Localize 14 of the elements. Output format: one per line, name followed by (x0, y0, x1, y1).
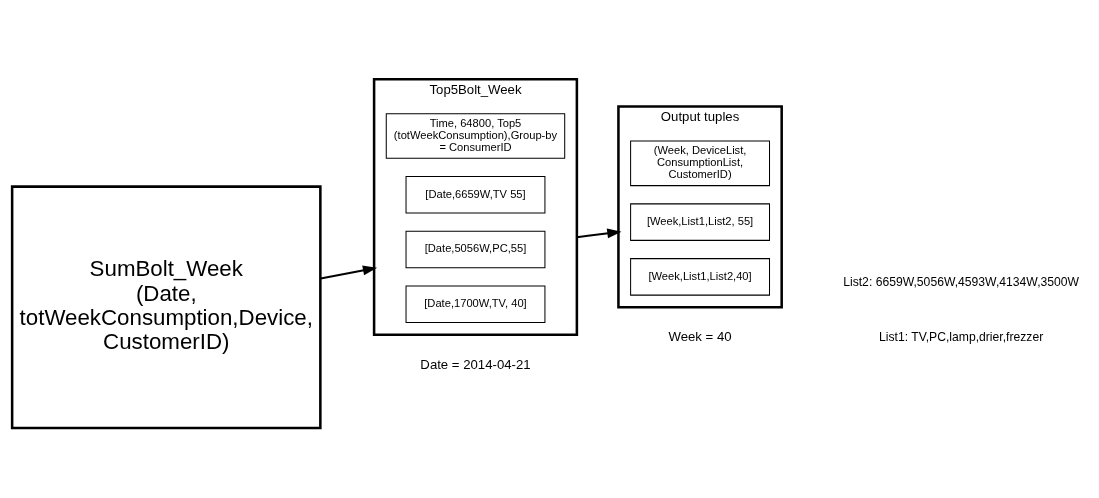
node-box: (Week, DeviceList, ConsumptionList, CustomerID) (630, 140, 770, 186)
arrow (320, 265, 378, 279)
node-box: [Week,List1,List2,40] (630, 257, 770, 296)
label: List1: TV,PC,lamp,drier,frezzer (879, 329, 1044, 344)
node-box: [Date,6659W,TV 55] (405, 175, 546, 213)
node-box: [Week,List1,List2, 55] (630, 202, 770, 241)
node-label: Week = 40 (668, 328, 732, 344)
node-box: [Date,1700W,TV, 40] (405, 285, 546, 323)
label: List2: 6659W,5056W,4593W,4134W,3500W (843, 274, 1080, 289)
arrow (576, 227, 622, 238)
node-box: [Date,5056W,PC,55] (405, 230, 546, 268)
node-box: Time, 64800, Top5 (totWeekConsumption),Group-by = ConsumerID (385, 112, 566, 159)
node-label: Date = 2014-04-21 (420, 356, 531, 372)
node-box: SumBolt_Week (Date, totWeekConsumption,Device, CustomerID) (10, 184, 322, 429)
